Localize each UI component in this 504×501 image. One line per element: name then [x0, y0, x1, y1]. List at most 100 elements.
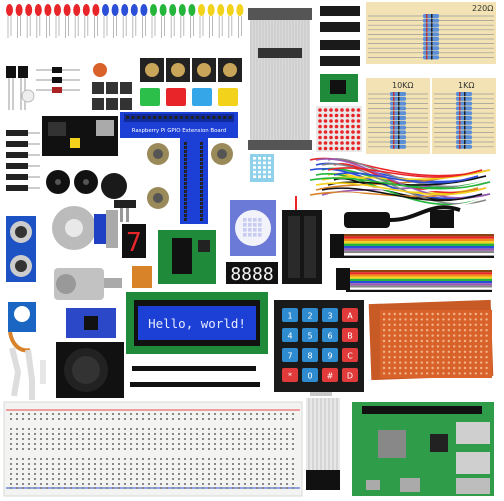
keypad-key [282, 348, 298, 362]
resistor-pack-220: 220Ω [366, 2, 496, 64]
led-icon [92, 4, 100, 16]
keypad-key-label: 2 [307, 312, 312, 321]
keypad-key [282, 368, 298, 382]
pir-sensor [230, 200, 276, 256]
small-sensor-board [320, 74, 358, 102]
keypad-key-label: 7 [287, 352, 292, 361]
resistor-label-220: 220Ω [472, 4, 493, 13]
keypad-key [342, 348, 358, 362]
keypad-key-label: 3 [327, 312, 332, 321]
resistor-pack-10k: 10KΩ [366, 78, 430, 154]
led-icon [15, 4, 23, 16]
keypad-key [302, 368, 318, 382]
tactile-buttons [140, 58, 242, 106]
keypad-key [282, 308, 298, 322]
led-icon [44, 4, 52, 16]
resistor-label-1k: 1KΩ [458, 81, 474, 90]
seven-segment-quad: 8888 [226, 262, 278, 285]
led-icon [150, 4, 157, 16]
keypad-key-label: D [347, 372, 353, 381]
battery-holder [282, 196, 322, 284]
imu-sensor [66, 308, 116, 338]
keypad-key-label: 8 [307, 352, 312, 361]
led-icon [6, 4, 13, 16]
led-icon [226, 4, 234, 16]
potentiometers [147, 143, 233, 209]
led-icon [169, 4, 177, 16]
keypad-key-label: 4 [287, 332, 292, 341]
led-icon [63, 4, 71, 16]
seven-segment-digit: 7 [126, 228, 142, 258]
led-icon [178, 4, 186, 16]
keypad-key-label: 6 [327, 332, 332, 341]
keypad-key [302, 308, 318, 322]
keypad-key-label: * [288, 372, 292, 381]
gpio-board-label: Raspberry Pi GPIO Extension Board [132, 128, 226, 134]
rainbow-ribbon [330, 234, 494, 292]
ribbon-cable [248, 8, 312, 150]
led-strip [6, 4, 244, 38]
keypad-key [302, 328, 318, 342]
resistor-pack-1k: 1KΩ [432, 78, 496, 154]
servo-motor [8, 302, 36, 353]
pin-headers [320, 6, 360, 66]
keypad-key [302, 348, 318, 362]
led-icon [188, 4, 196, 16]
keypad-key [322, 328, 338, 342]
keypad-key [342, 308, 358, 322]
led-icon [140, 4, 148, 16]
seven-segment-single: 7 [122, 224, 146, 258]
power-supply-module [42, 116, 118, 156]
keypad-key [322, 348, 338, 362]
lcd-display: Hello, world! [126, 292, 268, 354]
servo-horns [9, 347, 46, 400]
buzzers [46, 170, 127, 199]
keypad-key [342, 328, 358, 342]
jumper-ribbon-down [306, 398, 340, 490]
dc-jack-cable [344, 205, 461, 228]
keypad-key-label: 1 [287, 312, 292, 321]
keypad-key-label: 0 [307, 372, 312, 381]
resistor-label-10k: 10KΩ [392, 81, 414, 90]
led-matrix [316, 106, 362, 152]
header-bars [130, 366, 260, 387]
keypad-key-label: # [327, 372, 334, 381]
joystick-module [56, 342, 124, 398]
gpio-extension-board: Raspberry Pi GPIO Extension Board [120, 112, 238, 224]
seven-segment-quad-text: 8888 [230, 264, 273, 285]
keypad-key [322, 308, 338, 322]
keypad-key [282, 328, 298, 342]
keypad-key [322, 368, 338, 382]
buzzer-icon [101, 173, 127, 199]
led-icon [236, 4, 244, 16]
capacitor-icon [93, 63, 107, 77]
prototype-boards [368, 299, 494, 381]
dc-motor [54, 266, 152, 300]
led-icon [207, 4, 215, 16]
led-icon [130, 4, 138, 16]
ultrasonic-sensor [6, 216, 36, 282]
keypad-key-label: C [347, 352, 353, 361]
raspberry-pi-board [352, 402, 494, 496]
keypad-key-label: A [347, 312, 353, 321]
ic-breakout-board [158, 230, 216, 284]
led-icon [159, 4, 167, 16]
led-icon [111, 4, 119, 16]
led-icon [121, 4, 129, 16]
led-icon [102, 4, 109, 16]
jumper-wires [309, 157, 491, 208]
led-icon [73, 4, 81, 16]
transistors-and-diodes [6, 63, 107, 110]
keypad-key-label: 5 [307, 332, 312, 341]
stepper-motor [52, 206, 118, 250]
small-buttons [92, 82, 132, 110]
keypad-key [342, 368, 358, 382]
slide-switches [114, 200, 136, 222]
temperature-humidity-sensor [250, 154, 274, 182]
lcd-text: Hello, world! [148, 316, 246, 331]
led-icon [54, 4, 61, 16]
led-icon [82, 4, 90, 16]
